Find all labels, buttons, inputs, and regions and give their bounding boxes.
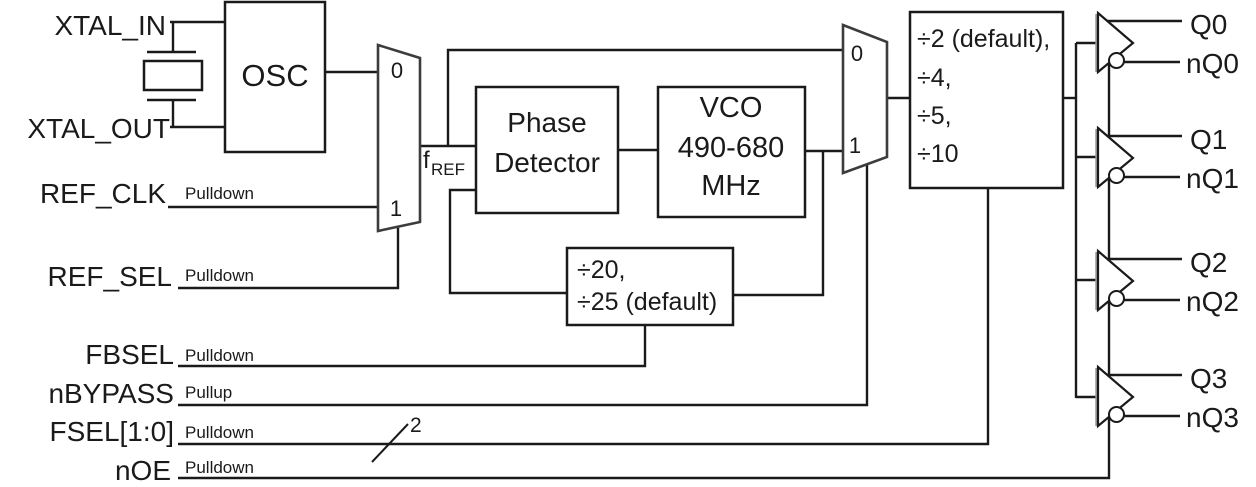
fref-subscript: REF <box>431 160 465 179</box>
noe-pulldown-label: Pulldown <box>185 458 254 477</box>
feedback-divider-input-wire <box>733 151 825 297</box>
feedback-divider-line1: ÷20, <box>577 256 625 284</box>
feedback-divider-box <box>565 246 735 327</box>
resistor-labels: Pulldown Pulldown Pulldown Pullup Pulldo… <box>185 184 254 477</box>
vco-block: VCO 490-680 MHz <box>656 85 807 219</box>
phase-detector-box <box>474 85 620 215</box>
pin-fsel: FSEL[1:0] <box>49 416 174 447</box>
q2-label: Q2 <box>1190 247 1227 278</box>
bypass-mux-input0-label: 0 <box>851 41 863 66</box>
pin-noe: nOE <box>115 455 171 486</box>
pin-xtal-in: XTAL_IN <box>54 10 166 41</box>
q0-label: Q0 <box>1190 9 1227 40</box>
pin-labels: XTAL_IN XTAL_OUT REF_CLK REF_SEL FBSEL n… <box>27 10 174 486</box>
bypass-mux: 0 1 <box>841 23 889 175</box>
output-buffer-q0: Q0 nQ0 <box>1095 9 1239 79</box>
inverter-bubble <box>1108 52 1125 69</box>
phase-detector-line2: Detector <box>494 147 600 178</box>
ref-sel-wire <box>178 227 400 290</box>
noe-wire <box>178 63 1111 480</box>
pin-fbsel: FBSEL <box>85 339 174 370</box>
output-buffer-q2: Q2 nQ2 <box>1095 247 1239 317</box>
nq1-label: nQ1 <box>1186 163 1239 194</box>
nq2-label: nQ2 <box>1186 286 1239 317</box>
ref-mux-input1-label: 1 <box>390 196 402 221</box>
vco-line1: VCO <box>700 92 763 124</box>
fref-net-label: f REF <box>423 147 465 179</box>
osc-block: OSC <box>223 0 327 154</box>
ref-sel-pulldown-label: Pulldown <box>185 266 254 285</box>
pd-feedback-input-wire <box>448 188 567 295</box>
ref-mux-input0-label: 0 <box>391 58 403 83</box>
osc-label: OSC <box>241 58 308 93</box>
output-divider-line4: ÷10 <box>917 140 959 168</box>
pin-ref-sel: REF_SEL <box>48 261 173 292</box>
vco-line2: 490-680 <box>678 132 784 164</box>
xtal-out-wire <box>170 100 225 129</box>
phase-detector-line1: Phase <box>507 107 586 138</box>
bypass-wire <box>446 48 843 146</box>
q3-label: Q3 <box>1190 363 1227 394</box>
output-divider-line1: ÷2 (default), <box>917 25 1050 53</box>
ref-mux-shape <box>376 43 422 233</box>
output-buffer-q3: Q3 nQ3 <box>1095 363 1239 433</box>
output-divider-block: ÷2 (default), ÷4, ÷5, ÷10 <box>908 10 1065 190</box>
q1-label: Q1 <box>1190 124 1227 155</box>
nq3-label: nQ3 <box>1186 402 1239 433</box>
pin-nbypass: nBYPASS <box>48 378 174 409</box>
inverter-bubble <box>1108 290 1125 307</box>
fbsel-pulldown-label: Pulldown <box>185 346 254 365</box>
inverter-bubble <box>1108 406 1125 423</box>
vco-box <box>656 85 807 219</box>
ref-clk-pulldown-label: Pulldown <box>185 184 254 203</box>
wires <box>168 20 1111 480</box>
pin-ref-clk: REF_CLK <box>40 178 166 209</box>
feedback-divider-block: ÷20, ÷25 (default) <box>565 246 735 327</box>
fsel-bus-width-label: 2 <box>410 414 422 437</box>
nbypass-pullup-label: Pullup <box>185 383 232 402</box>
nbypass-wire <box>178 164 869 407</box>
fsel-bus-slash <box>371 423 409 463</box>
pin-xtal-out: XTAL_OUT <box>27 113 170 144</box>
crystal-symbol <box>142 50 204 102</box>
output-divider-box <box>908 10 1065 190</box>
ref-mux: 0 1 <box>376 43 422 233</box>
fbsel-wire <box>178 325 647 368</box>
fsel-pulldown-label: Pulldown <box>185 423 254 442</box>
bypass-mux-input1-label: 1 <box>849 133 861 158</box>
nq0-label: nQ0 <box>1186 48 1239 79</box>
output-divider-line3: ÷5, <box>917 102 952 130</box>
fsel-wire <box>178 188 990 446</box>
output-buffer-q1: Q1 nQ1 <box>1095 124 1239 194</box>
osc-box <box>223 0 327 154</box>
inverter-bubble <box>1108 167 1125 184</box>
crystal-body <box>142 59 204 92</box>
feedback-divider-line2: ÷25 (default) <box>577 288 717 316</box>
output-divider-line2: ÷4, <box>917 64 952 92</box>
vco-line3: MHz <box>701 170 761 202</box>
phase-detector-block: Phase Detector <box>474 85 620 215</box>
fref-symbol: f <box>423 147 430 174</box>
bypass-mux-shape <box>841 23 889 175</box>
xtal-in-wire <box>170 20 225 52</box>
